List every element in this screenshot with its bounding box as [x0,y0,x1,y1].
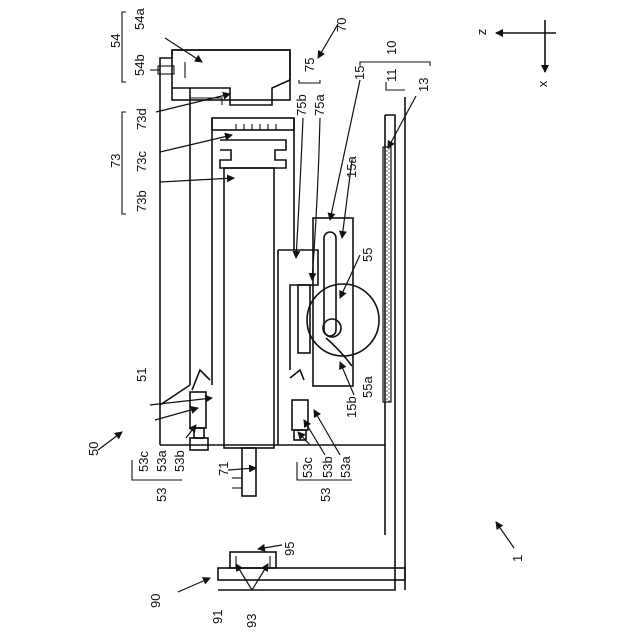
label-53-right: 53 [318,488,333,502]
label-11: 11 [384,69,399,83]
label-53b-right: 53b [320,456,335,478]
label-55: 55 [360,248,375,262]
label-54a: 54a [132,8,147,30]
label-73b: 73b [134,190,149,212]
label-53a-right: 53a [338,456,353,478]
label-75b: 75b [294,94,309,116]
label-15a: 15a [344,156,359,178]
label-50: 50 [86,442,101,456]
label-53c-right: 53c [300,457,315,478]
label-15b: 15b [344,396,359,418]
label-75: 75 [302,58,317,72]
cam-15 [307,218,379,386]
label-70: 70 [334,18,349,32]
axis-x-label: x [535,80,550,87]
label-73d: 73d [134,108,149,130]
scale-ticks [236,124,276,130]
label-51: 51 [134,368,149,382]
reference-numerals: 1 10 11 13 15 15a 15b 50 51 53 53a 53b 5… [86,8,525,628]
cylinder-73 [212,118,294,496]
label-13: 13 [416,78,431,92]
label-53b: 53b [172,450,187,472]
dotted-layer-13 [383,147,391,402]
axis-z-label: z [474,29,489,36]
label-54b: 54b [132,54,147,76]
stand-90 [218,552,405,580]
label-15: 15 [352,66,367,80]
label-75a: 75a [312,94,327,116]
label-73: 73 [108,154,123,168]
label-91: 91 [210,610,225,624]
label-53a: 53a [154,450,169,472]
label-10: 10 [384,41,399,55]
label-54: 54 [108,34,123,48]
axis-indicator: z x [474,20,556,87]
label-73c: 73c [134,151,149,172]
label-53c: 53c [136,451,151,472]
label-55a: 55a [360,376,375,398]
label-93: 93 [244,614,259,628]
label-1: 1 [510,555,525,562]
label-53: 53 [154,488,169,502]
base-plate [218,97,405,590]
label-95: 95 [282,542,297,556]
label-71: 71 [216,462,231,476]
label-90: 90 [148,594,163,608]
